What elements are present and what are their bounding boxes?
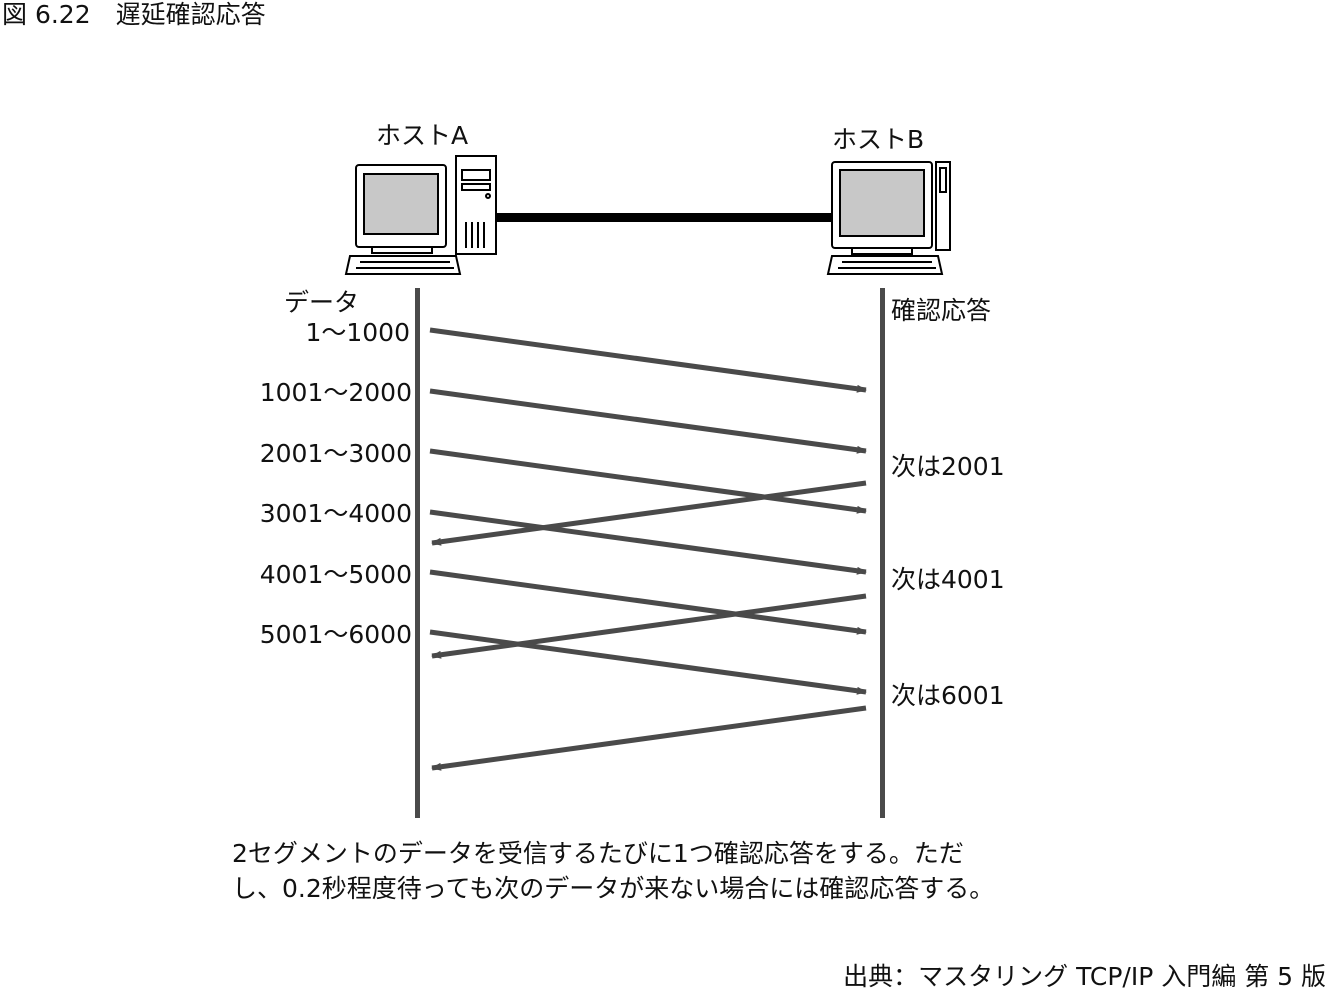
segment-label: 1001〜2000: [259, 378, 412, 407]
caption-line-1: 2セグメントのデータを受信するたびに1つ確認応答をする。ただ: [232, 839, 964, 868]
ack-text: 次は2001: [891, 452, 1005, 481]
segment-label: 2001〜3000: [259, 439, 412, 468]
data-arrow-2: [429, 388, 867, 454]
host-a-label: ホストA: [376, 121, 469, 150]
ack-arrow-1: [431, 480, 867, 546]
network-cable: [496, 213, 832, 222]
segment-label: 4001〜5000: [259, 560, 412, 589]
segment-label: 3001〜4000: [259, 499, 412, 528]
segment-label: 1〜1000: [305, 318, 410, 347]
source-credit: 出典：マスタリング TCP/IP 入門編 第 5 版: [843, 962, 1326, 991]
host-a-computer-icon: [344, 155, 497, 275]
caption-line-2: し、0.2秒程度待っても次のデータが来ない場合には確認応答する。: [232, 874, 995, 903]
ack-text: 次は6001: [891, 681, 1005, 710]
data-arrow-4: [429, 509, 867, 575]
data-arrow-1: [429, 327, 867, 393]
ack-arrow-3: [431, 705, 867, 771]
ack-text: 次は4001: [891, 565, 1005, 594]
data-arrow-3: [429, 448, 867, 514]
figure-title: 図 6.22 遅延確認応答: [2, 0, 266, 29]
host-b-computer-icon: [826, 161, 951, 275]
data-arrow-6: [429, 629, 867, 695]
ack-arrow-2: [431, 593, 867, 659]
caption: 2セグメントのデータを受信するたびに1つ確認応答をする。ただ し、0.2秒程度待…: [232, 836, 994, 906]
data-label: データ: [284, 288, 360, 317]
host-b-label: ホストB: [832, 125, 925, 154]
host-a-timeline: [415, 288, 420, 818]
data-arrow-5: [429, 569, 867, 635]
ack-label: 確認応答: [891, 296, 992, 325]
host-b-timeline: [880, 288, 885, 818]
segment-label: 5001〜6000: [259, 620, 412, 649]
